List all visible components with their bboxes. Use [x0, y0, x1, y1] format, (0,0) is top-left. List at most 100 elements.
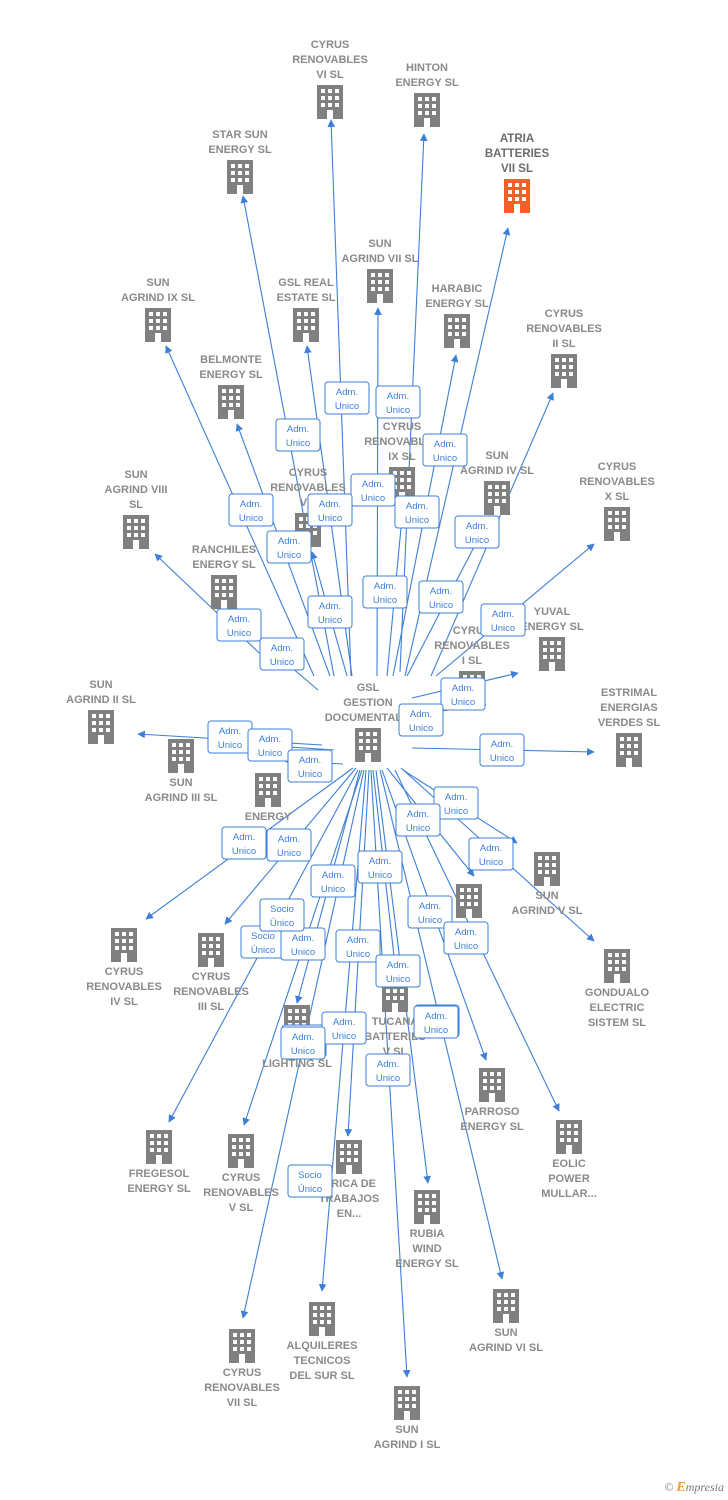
relation-badge-cyrus5[interactable]: Adm.Unico: [280, 927, 326, 961]
relation-badge-harabic[interactable]: Adm.Unico: [394, 495, 440, 529]
relation-badge-cyrus9[interactable]: Adm.Unico: [362, 575, 408, 609]
relation-badge-cyrus4[interactable]: Adm.Unico: [221, 826, 267, 860]
node-label-line: SUN: [485, 450, 508, 462]
relation-badge-yuval[interactable]: Adm.Unico: [440, 677, 486, 711]
relation-badge-agrind5[interactable]: Adm.Unico: [433, 786, 479, 820]
relation-badge-energy[interactable]: Adm.Unico: [287, 749, 333, 783]
relation-badge-estrimal[interactable]: Adm.Unico: [479, 733, 525, 767]
relation-badge-text: Adm.: [387, 391, 409, 402]
relation-badge-text: Adm.: [278, 834, 300, 845]
relation-badge-gondualo[interactable]: Adm.Unico: [468, 837, 514, 871]
relation-badge-cyrus1[interactable]: Adm.Unico: [398, 703, 444, 737]
relation-badge-cyrusx[interactable]: Adm.Unico: [480, 603, 526, 637]
relation-badge-text: Adm.: [319, 499, 341, 510]
relation-badge-parroso[interactable]: Adm.Unico: [407, 895, 453, 929]
relation-badge-tucana[interactable]: Adm.Unico: [357, 850, 403, 884]
relation-badge-fabrica-2[interactable]: Adm.Unico: [321, 1011, 367, 1045]
node-label-line: DEL SUR SL: [289, 1370, 354, 1382]
node-gsl[interactable]: GSLGESTIONDOCUMENTAL...: [325, 682, 412, 762]
relation-badge-fabrica[interactable]: Adm.Unico: [335, 929, 381, 963]
badges-layer: Adm.UnicoAdm.UnicoAdm.UnicoAdm.UnicoAdm.…: [207, 381, 526, 1198]
node-label-line: MULLAR...: [541, 1188, 597, 1200]
relation-badge-tucana-1[interactable]: Adm.Unico: [413, 1005, 459, 1039]
relation-badge-belmonte[interactable]: Adm.Unico: [266, 530, 312, 564]
node-eolic[interactable]: EOLICPOWERMULLAR...: [541, 1120, 597, 1200]
relation-badge-agrind8[interactable]: Adm.Unico: [216, 608, 262, 642]
relation-badge-batteries7[interactable]: Adm.Unico: [395, 803, 441, 837]
building-icon: [227, 160, 253, 194]
node-label-line: GONDUALO: [585, 987, 650, 999]
relation-badge-gslreal[interactable]: Adm.Unico: [307, 493, 353, 527]
relation-badge-lighting[interactable]: Adm.Unico: [310, 864, 356, 898]
relation-badge-rubia[interactable]: Adm.Unico: [375, 954, 421, 988]
relation-badge-cyrus2[interactable]: Adm.Unico: [454, 515, 500, 549]
relation-badge-lighting-3[interactable]: Adm.Unico: [280, 1026, 326, 1060]
relation-badge-agrind7[interactable]: Adm.Unico: [350, 473, 396, 507]
relation-badge-agrind1[interactable]: Adm.Unico: [365, 1053, 411, 1087]
building-icon: [556, 1120, 582, 1154]
node-fabrica[interactable]: ...RICA DETRABAJOSEN...: [319, 1140, 380, 1220]
relation-badge-agrind9[interactable]: Adm.Unico: [228, 493, 274, 527]
node-label-line: AGRIND III SL: [145, 792, 218, 804]
node-label-line: RANCHILES: [192, 544, 256, 556]
relation-badge-ranchiles[interactable]: Adm.Unico: [259, 637, 305, 671]
relation-badge-atria[interactable]: Adm.Unico: [422, 433, 468, 467]
node-label-line: SUN: [146, 277, 169, 289]
node-label-line: CYRUS: [311, 39, 350, 51]
node-label-line: RENOVABLES: [364, 436, 440, 448]
node-label-line: YUVAL: [534, 606, 571, 618]
relation-badge-cyrus8[interactable]: Adm.Unico: [307, 595, 353, 629]
relation-badge-hinton[interactable]: Adm.Unico: [375, 385, 421, 419]
relation-badge-cyrus6[interactable]: Adm.Unico: [324, 381, 370, 415]
relation-badge-starsun[interactable]: Adm.Unico: [275, 418, 321, 452]
relation-badge-agrind2[interactable]: Adm.Unico: [207, 720, 253, 754]
building-icon: [394, 1386, 420, 1420]
node-label-line: CYRUS: [222, 1172, 261, 1184]
relation-badge-text: Unico: [479, 857, 503, 868]
node-label-line: ENERGY: [245, 811, 292, 823]
relation-badge-agrind3[interactable]: Adm.Unico: [247, 728, 293, 762]
relation-badge-eolic[interactable]: Adm.Unico: [443, 921, 489, 955]
relation-badge-text: Unico: [291, 1046, 315, 1057]
relation-badge-text: Unico: [373, 595, 397, 606]
relation-badge-agrind4[interactable]: Adm.Unico: [418, 580, 464, 614]
relation-badge-text: Adm.: [278, 536, 300, 547]
relation-badge-cyrus3[interactable]: Adm.Unico: [266, 828, 312, 862]
building-icon: [539, 637, 565, 671]
node-label-line: ENERGY SL: [395, 77, 459, 89]
node-energy[interactable]: ENERGY: [245, 773, 292, 823]
